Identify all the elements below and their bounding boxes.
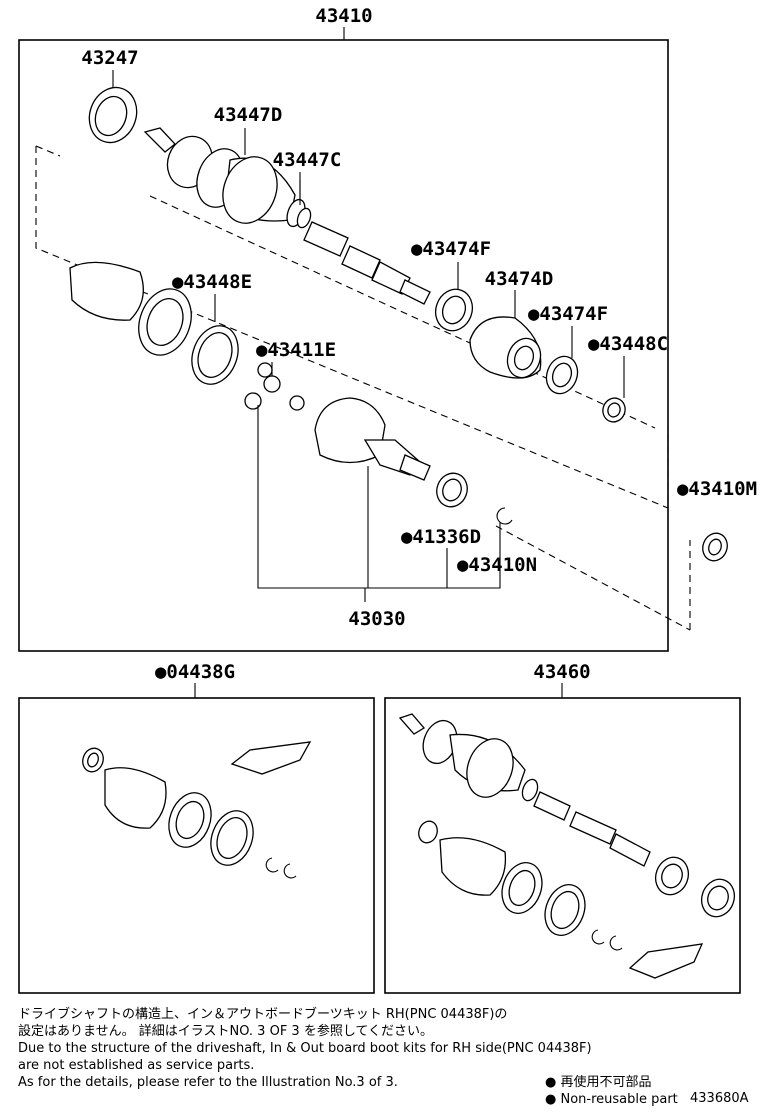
part-43411E-tripod	[244, 362, 305, 411]
boot-kit-frame	[18, 697, 375, 994]
label-43247[interactable]: 43247	[81, 47, 138, 69]
shaft-assembly-parts	[398, 713, 736, 979]
notes-block: ドライブシャフトの構造上、イン＆アウトボードブーツキット RH(PNC 0443…	[18, 1006, 718, 1091]
label-43410[interactable]: 43410	[315, 5, 372, 27]
boot-kit-parts	[82, 741, 312, 879]
label-43474F-1[interactable]: ●43474F	[411, 238, 491, 260]
part-inboard-boot	[69, 261, 192, 356]
label-43474F-2[interactable]: ●43474F	[528, 303, 608, 325]
label-43030[interactable]: 43030	[348, 608, 405, 630]
note-en-line3: As for the details, please refer to the …	[18, 1075, 398, 1090]
note-jp-line2: 設定はありません。 詳細はイラストNO. 3 OF 3 を参照してください。	[18, 1024, 434, 1039]
label-43460[interactable]: 43460	[533, 661, 590, 683]
part-43410N-snap-ring	[496, 507, 513, 525]
part-43474D-boot	[469, 316, 542, 379]
label-43447C[interactable]: 43447C	[273, 149, 342, 171]
note-en-line2: are not established as service parts.	[18, 1058, 255, 1073]
legend: ● 再使用不可部品 ● Non-reusable part	[545, 1074, 678, 1108]
part-outboard-joint	[143, 127, 312, 229]
label-41336D[interactable]: ●41336D	[401, 526, 481, 548]
figure-id: 433680A	[690, 1091, 749, 1106]
part-drive-shaft	[303, 221, 431, 305]
part-43410M-nut	[702, 532, 728, 562]
label-43411E[interactable]: ●43411E	[256, 339, 336, 361]
label-04438G[interactable]: ●04438G	[155, 661, 235, 683]
part-43247-seal	[88, 86, 138, 144]
part-43448C-clamp	[602, 397, 626, 423]
label-43474D[interactable]: 43474D	[485, 268, 554, 290]
label-43448C[interactable]: ●43448C	[588, 333, 668, 355]
legend-en: ● Non-reusable part	[545, 1092, 678, 1107]
part-inboard-housing	[314, 397, 431, 481]
part-43448E-clamp	[191, 325, 239, 385]
label-43410N[interactable]: ●43410N	[457, 554, 537, 576]
label-43447D[interactable]: 43447D	[214, 104, 283, 126]
legend-jp: ● 再使用不可部品	[545, 1075, 652, 1090]
part-41336D-seal	[436, 472, 468, 508]
note-jp-line1: ドライブシャフトの構造上、イン＆アウトボードブーツキット RH(PNC 0443…	[18, 1007, 508, 1022]
part-43474F-clamp-1	[434, 288, 474, 332]
label-43448E[interactable]: ●43448E	[172, 271, 252, 293]
label-43410M[interactable]: ●43410M	[677, 478, 757, 500]
note-en-line1: Due to the structure of the driveshaft, …	[18, 1041, 592, 1056]
part-43474F-clamp-2	[545, 355, 579, 395]
